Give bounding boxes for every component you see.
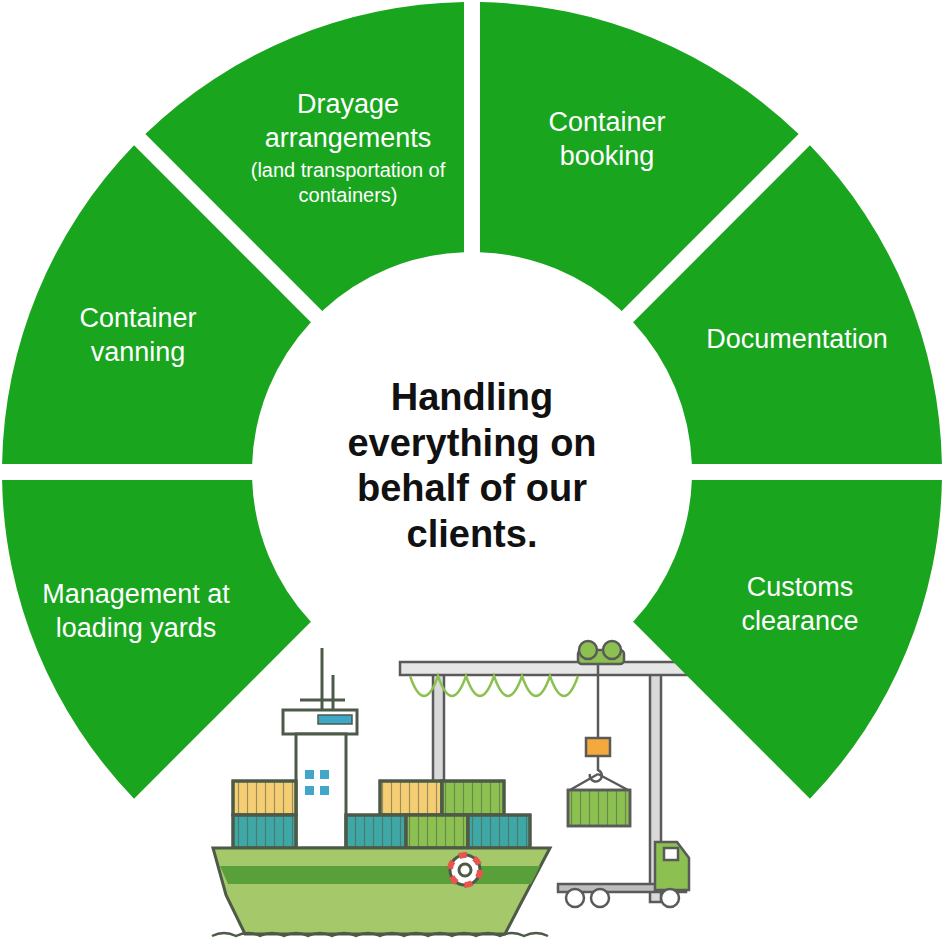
segment-label: Drayage arrangements [243, 88, 453, 156]
segment-fill [633, 145, 942, 464]
segment-shape [627, 139, 942, 472]
segment-label: Customs clearance [700, 571, 900, 639]
ring-segment: Drayage arrangements(land transportation… [139, 2, 472, 317]
segment-text-group: Management at loading yards [41, 578, 231, 646]
container-ship [212, 648, 550, 936]
segment-fill [2, 480, 311, 799]
segment-label: Container vanning [51, 302, 226, 370]
ring-segment: Management at loading yards [2, 471, 317, 805]
ring-segment: Customs clearance [627, 471, 942, 805]
segment-fill [145, 2, 464, 311]
segment-text-group: Customs clearance [700, 571, 900, 639]
segment-text-group: Container booking [512, 106, 702, 174]
segment-label: Management at loading yards [41, 578, 231, 646]
segment-fill [633, 480, 942, 799]
ring-segment: Documentation [627, 139, 942, 472]
center-label-holder: Handling everything on behalf of our cli… [322, 375, 622, 557]
segment-text-group: Drayage arrangements(land transportation… [242, 88, 454, 208]
segment-note: (land transportation of containers) [242, 158, 454, 208]
truck [558, 842, 689, 907]
segment-text-group: Documentation [677, 323, 917, 357]
segment-label: Documentation [677, 323, 917, 357]
segment-shape [627, 471, 942, 805]
segment-text-group: Container vanning [51, 302, 226, 370]
center-heading: Handling everything on behalf of our cli… [322, 375, 622, 557]
segment-label: Container booking [512, 106, 702, 174]
